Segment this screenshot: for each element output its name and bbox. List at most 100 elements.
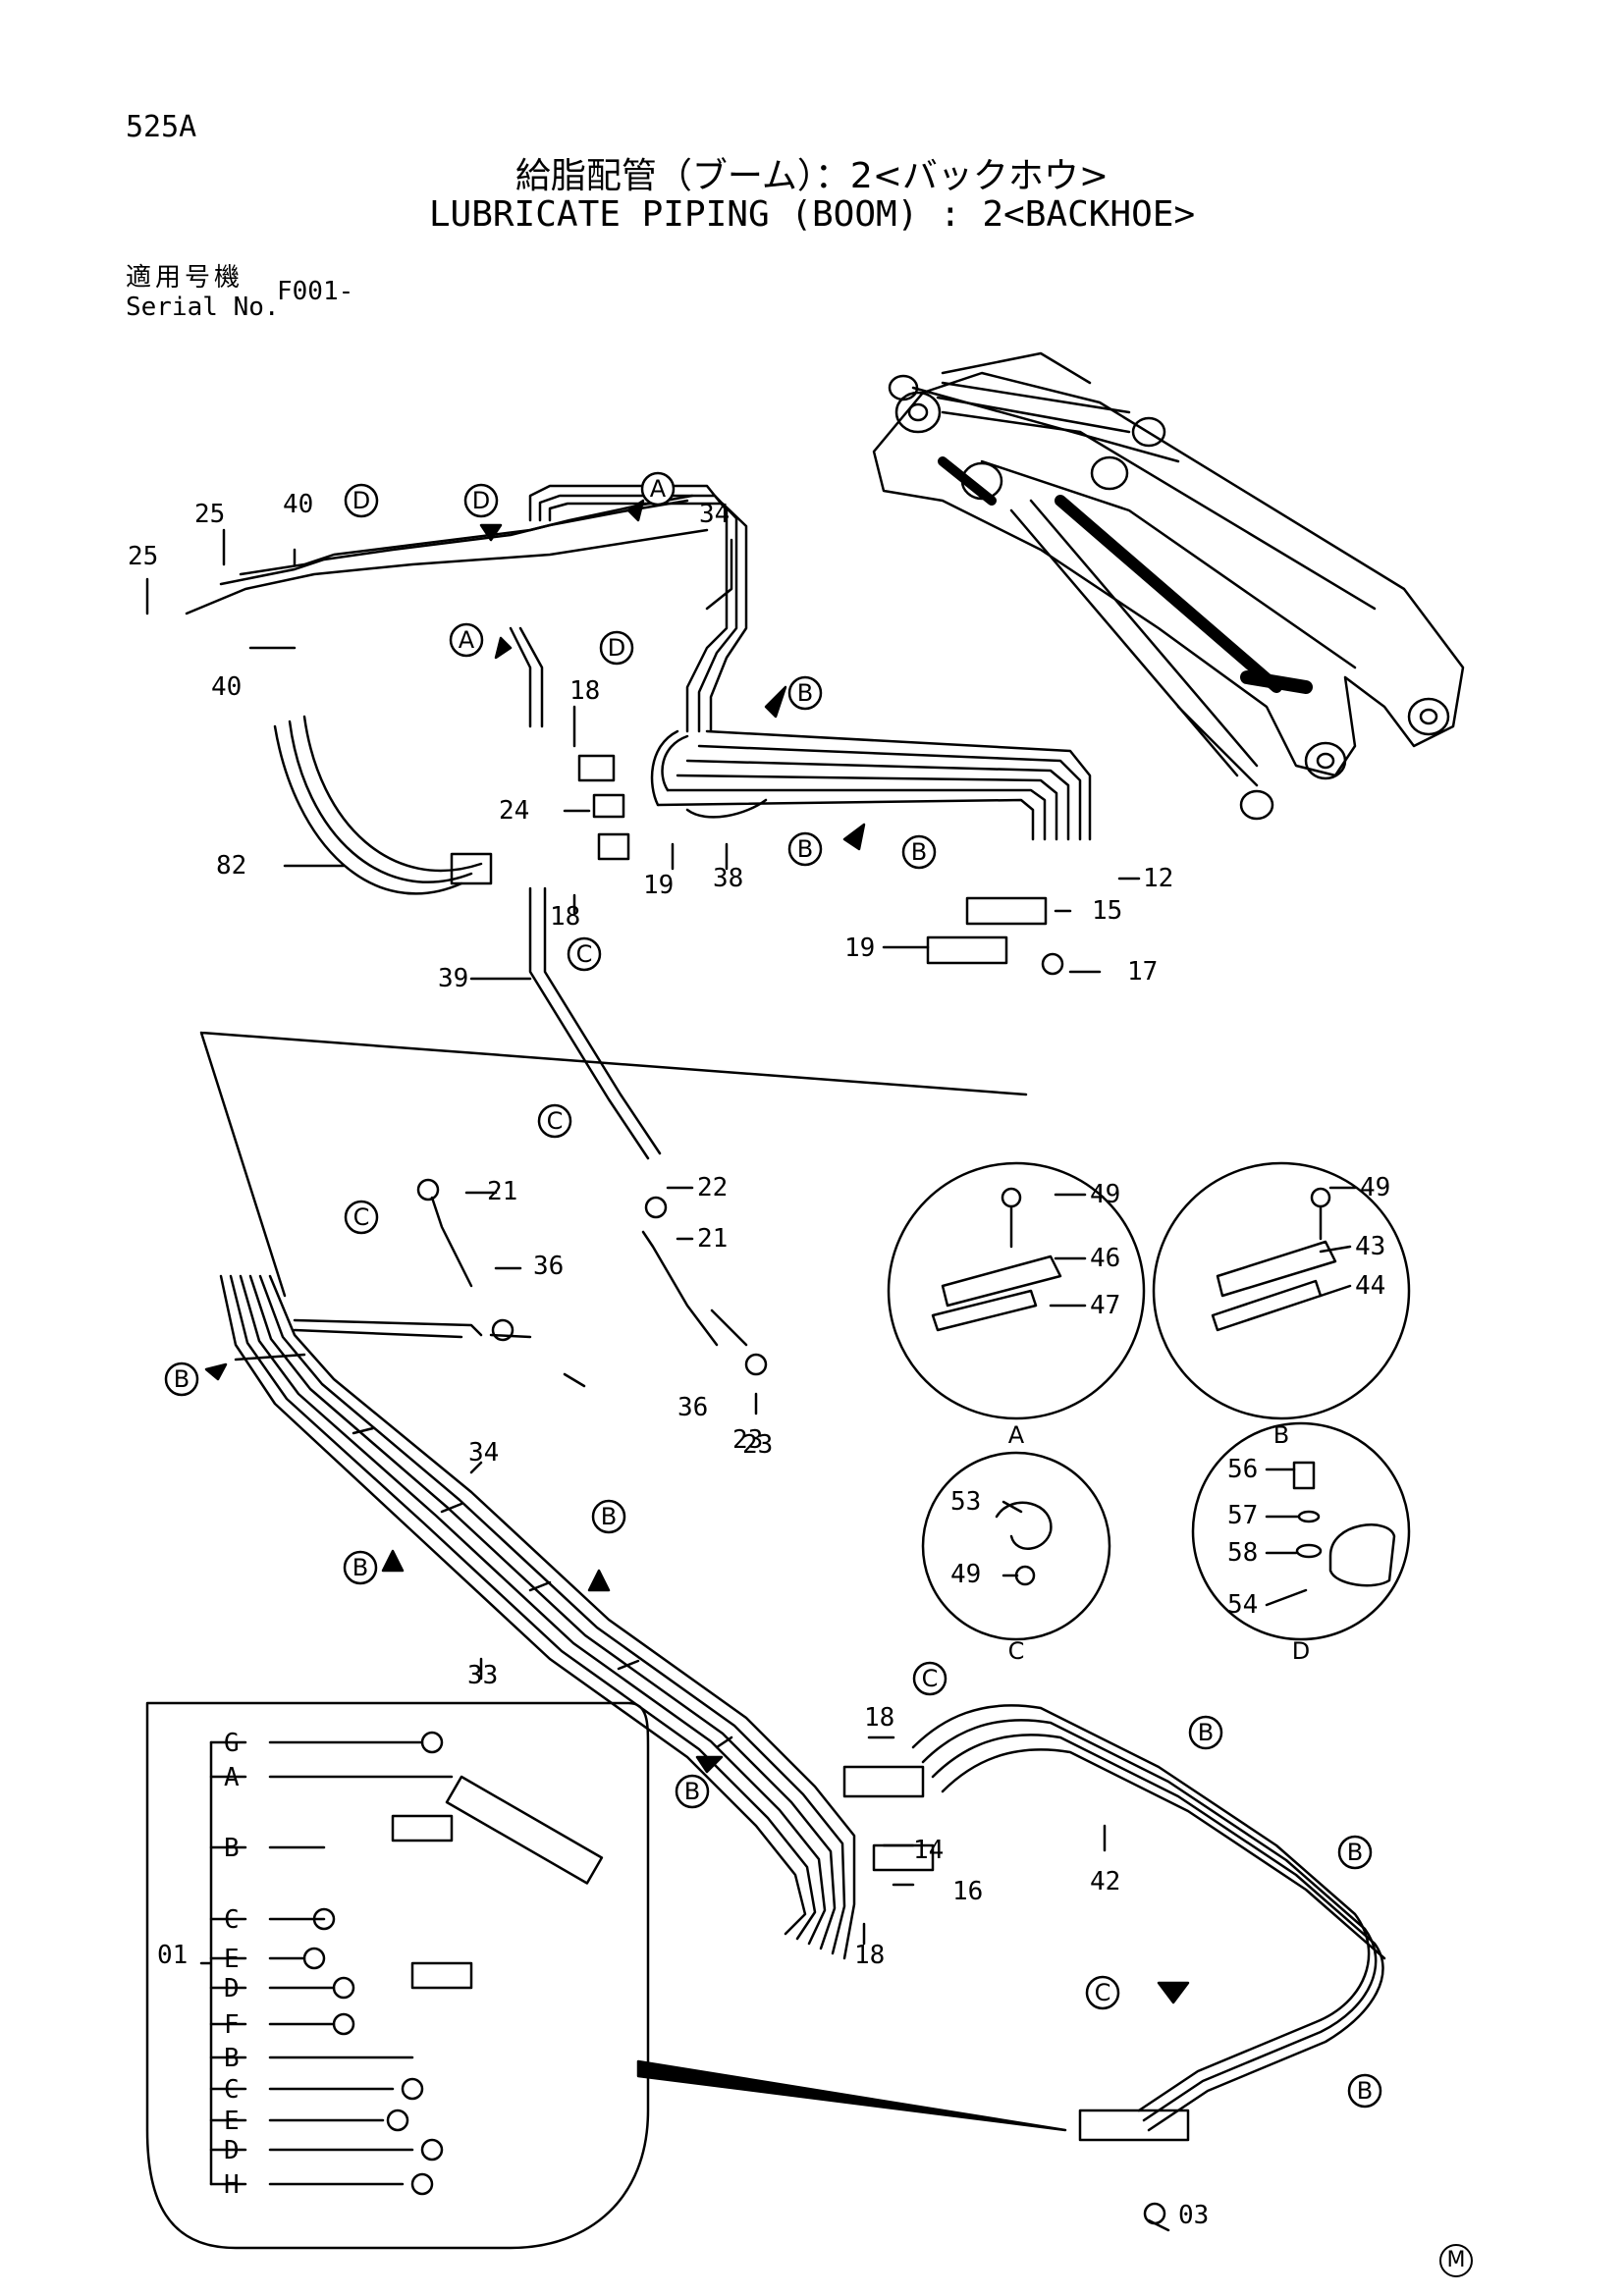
title-japanese: 給脂配管（ブーム）：2<バックホウ> bbox=[514, 156, 1110, 196]
part-label-23: 23 bbox=[742, 1430, 773, 1460]
callout-circle bbox=[912, 1661, 947, 1696]
part-label-49: 49 bbox=[1360, 1173, 1390, 1202]
serial-value: F001- bbox=[277, 277, 354, 306]
footer-mark: M bbox=[1439, 2244, 1473, 2277]
callout-letter: C bbox=[1095, 1979, 1111, 2006]
part-label-18: 18 bbox=[864, 1703, 894, 1733]
part-label-17: 17 bbox=[1127, 957, 1158, 987]
part-label-24: 24 bbox=[499, 796, 529, 826]
boom-illustration bbox=[872, 351, 1465, 821]
callout-circle bbox=[164, 1362, 199, 1397]
callout-letter: B bbox=[1357, 2077, 1373, 2105]
callout-circle bbox=[463, 483, 499, 518]
part-label-18: 18 bbox=[569, 676, 600, 706]
part-label-19: 19 bbox=[643, 871, 674, 900]
part-label-47: 47 bbox=[1090, 1291, 1120, 1320]
lower-right-hoses bbox=[842, 1704, 1386, 2225]
callout-a: A bbox=[449, 622, 484, 658]
callout-circle bbox=[1337, 1835, 1373, 1870]
callout-b: B bbox=[343, 1550, 378, 1585]
callout-b: B bbox=[901, 834, 937, 870]
callout-circle bbox=[344, 483, 379, 518]
part-label-49: 49 bbox=[950, 1560, 981, 1589]
callout-letter: C bbox=[547, 1107, 564, 1135]
callout-letter: A bbox=[650, 475, 667, 503]
part-label-16: 16 bbox=[952, 1877, 983, 1906]
inset-label-d: D bbox=[224, 1974, 240, 2003]
callout-letter: D bbox=[352, 487, 370, 514]
callout-c: C bbox=[1085, 1975, 1120, 2010]
detail-caption-a: A bbox=[1008, 1421, 1025, 1449]
upper-piping bbox=[185, 484, 1092, 1160]
detail-circle-d bbox=[1191, 1421, 1411, 1641]
callout-letter: C bbox=[576, 940, 593, 968]
part-label-21: 21 bbox=[487, 1177, 517, 1206]
callout-b: B bbox=[1347, 2073, 1382, 2109]
part-label-56: 56 bbox=[1227, 1455, 1258, 1484]
inset-label-a: A bbox=[224, 1763, 240, 1792]
inset-label-c: C bbox=[224, 2075, 240, 2105]
callout-circle bbox=[343, 1550, 378, 1585]
part-label-18: 18 bbox=[550, 902, 580, 932]
part-label-49: 49 bbox=[1090, 1180, 1120, 1209]
callout-letter: B bbox=[684, 1778, 700, 1805]
callout-b: B bbox=[1188, 1715, 1223, 1750]
callout-letter: B bbox=[797, 835, 813, 863]
inset-label-b: B bbox=[224, 1834, 240, 1863]
inset-label-d: D bbox=[224, 2136, 240, 2165]
callout-letter: B bbox=[1347, 1839, 1363, 1866]
detail-caption-c: C bbox=[1008, 1637, 1025, 1665]
inset-label-g: G bbox=[224, 1729, 240, 1758]
inset-frame bbox=[145, 1701, 650, 2250]
part-label-57: 57 bbox=[1227, 1501, 1258, 1530]
part-label-25: 25 bbox=[128, 542, 158, 571]
callout-c: C bbox=[344, 1200, 379, 1235]
callout-c: C bbox=[537, 1103, 572, 1139]
callout-b: B bbox=[675, 1774, 710, 1809]
callout-b: B bbox=[591, 1499, 626, 1534]
part-label-36: 36 bbox=[533, 1252, 564, 1281]
callout-circle bbox=[640, 471, 676, 507]
part-label-03: 03 bbox=[1178, 2201, 1209, 2230]
callout-circle bbox=[599, 630, 634, 666]
inset-label-e: E bbox=[224, 2107, 240, 2136]
callout-circle bbox=[1188, 1715, 1223, 1750]
part-label-23: 23 bbox=[732, 1425, 763, 1455]
callout-circle bbox=[449, 622, 484, 658]
part-label-36: 36 bbox=[677, 1393, 708, 1422]
part-label-43: 43 bbox=[1355, 1232, 1385, 1261]
callout-d: D bbox=[344, 483, 379, 518]
inset-label-h: H bbox=[224, 2170, 240, 2200]
callout-circle bbox=[344, 1200, 379, 1235]
detail-caption-d: D bbox=[1292, 1637, 1310, 1665]
part-label-46: 46 bbox=[1090, 1244, 1120, 1273]
inset-label-b: B bbox=[224, 2044, 240, 2073]
callout-circle bbox=[787, 831, 823, 867]
callout-letter: B bbox=[174, 1365, 189, 1393]
part-label-21: 21 bbox=[697, 1224, 728, 1254]
callout-letter: A bbox=[459, 626, 475, 654]
part-label-38: 38 bbox=[713, 864, 743, 893]
part-label-82: 82 bbox=[216, 851, 246, 881]
serial-label-english: Serial No. bbox=[126, 293, 280, 322]
part-label-19: 19 bbox=[844, 934, 875, 963]
detail-circle-a bbox=[887, 1161, 1146, 1420]
inset-label-e: E bbox=[224, 1945, 240, 1974]
callout-c: C bbox=[567, 936, 602, 972]
callout-a: A bbox=[640, 471, 676, 507]
callout-circle bbox=[1347, 2073, 1382, 2109]
part-label-22: 22 bbox=[697, 1173, 728, 1202]
part-label-34: 34 bbox=[468, 1438, 499, 1468]
callout-letter: C bbox=[922, 1665, 939, 1692]
callout-b: B bbox=[164, 1362, 199, 1397]
callout-circle bbox=[787, 675, 823, 711]
callout-letter: D bbox=[608, 634, 625, 662]
callout-letter: B bbox=[911, 838, 927, 866]
inset-label-c: C bbox=[224, 1905, 240, 1935]
callout-letter: B bbox=[352, 1554, 368, 1581]
serial-label-japanese: 適用号機 bbox=[126, 263, 244, 293]
part-label-40: 40 bbox=[283, 490, 313, 519]
part-label-53: 53 bbox=[950, 1487, 981, 1517]
